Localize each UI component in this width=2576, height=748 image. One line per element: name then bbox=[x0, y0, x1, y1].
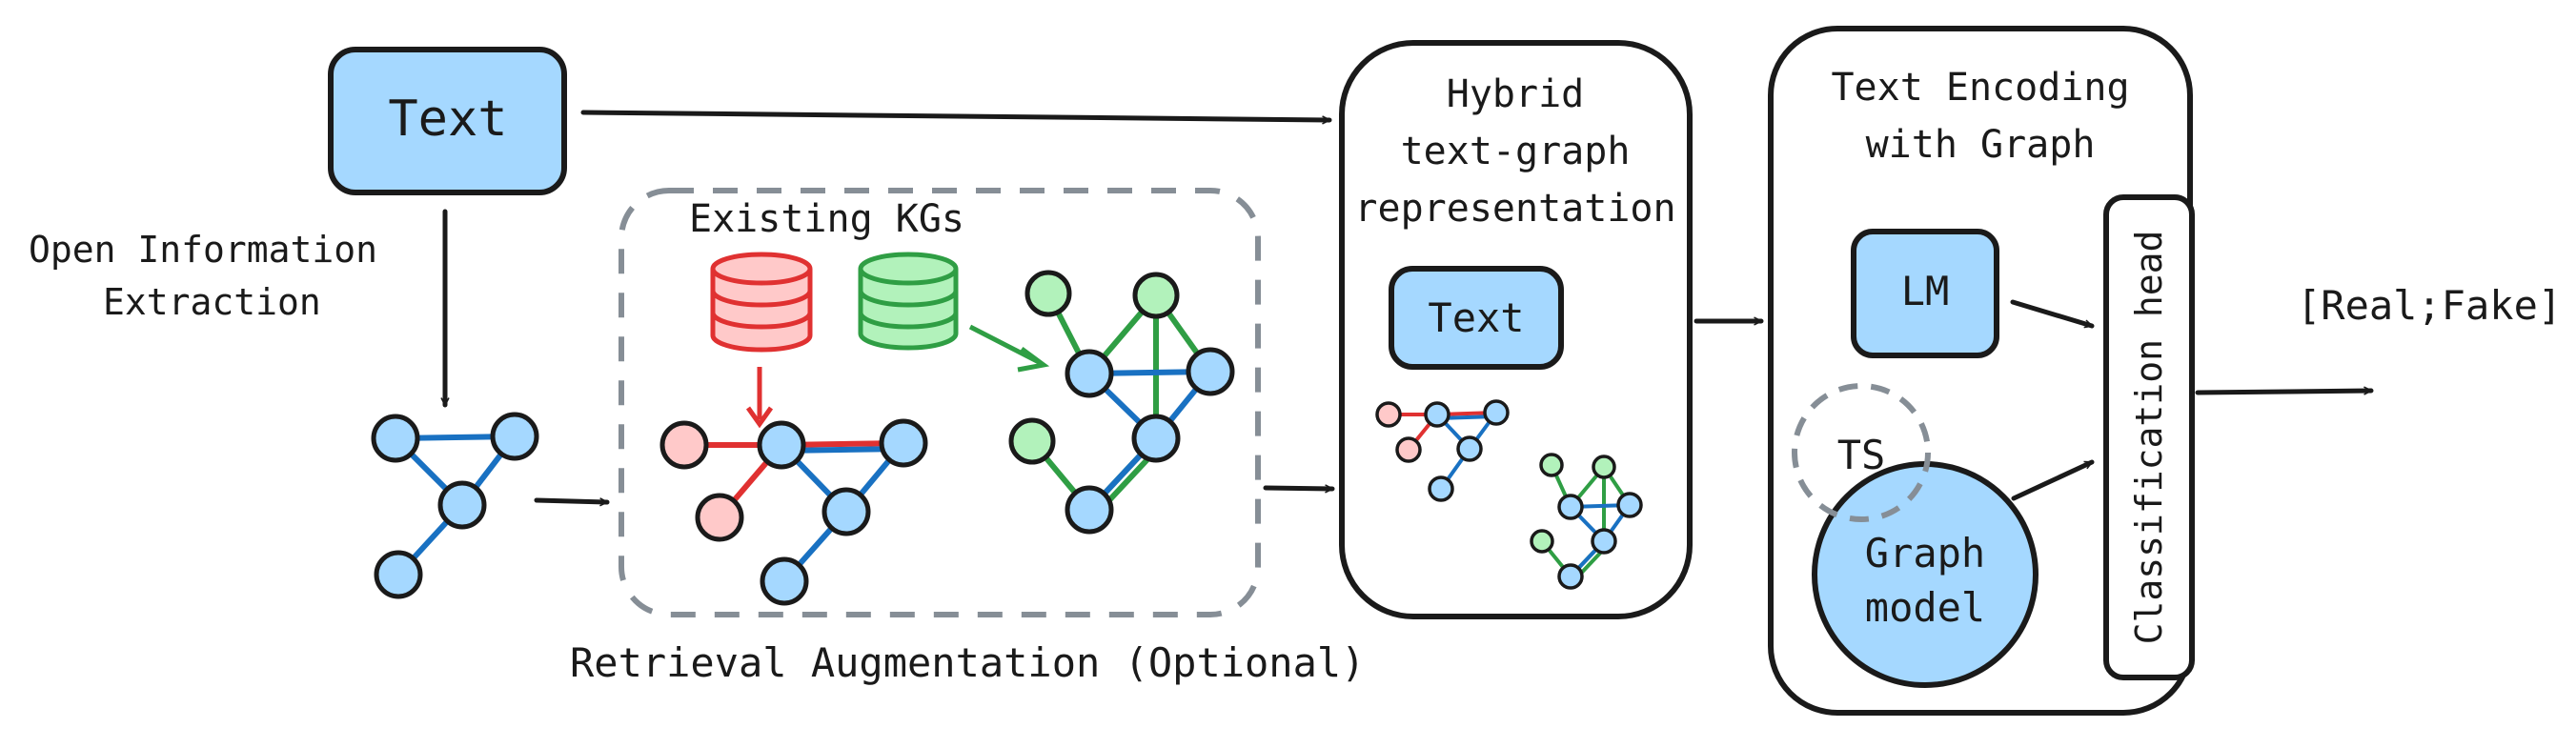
kgs-label: Existing KGs bbox=[689, 197, 964, 241]
extracted-graph bbox=[371, 412, 539, 599]
graph-model-label-line1: Graph bbox=[1865, 530, 1985, 576]
arrow-head-to-output bbox=[2195, 391, 2374, 393]
encoding-title-line2: with Graph bbox=[1866, 123, 2096, 167]
encoding-title-line1: Text Encoding bbox=[1831, 66, 2129, 110]
lm-box bbox=[1851, 229, 1999, 358]
input-text-label: Text bbox=[388, 91, 507, 148]
arrow-lm-to-head bbox=[2010, 299, 2095, 329]
red-augmented-graph bbox=[659, 418, 928, 606]
hybrid-title-line1: Hybrid bbox=[1447, 72, 1585, 116]
input-text-box bbox=[328, 47, 567, 195]
arrow-retrieval-to-hybrid bbox=[1263, 488, 1335, 489]
retrieval-caption: Retrieval Augmentation (Optional) bbox=[570, 639, 1365, 686]
hybrid-title-line2: text-graph bbox=[1401, 130, 1631, 173]
graph-model-label-line2: model bbox=[1865, 584, 1985, 631]
ts-label: TS bbox=[1837, 432, 1886, 478]
hybrid-small-graph-red bbox=[1375, 399, 1510, 502]
retrieval-box bbox=[619, 188, 1261, 617]
hybrid-text-box bbox=[1389, 266, 1564, 370]
red-database-icon bbox=[710, 252, 813, 353]
hybrid-title-line3: representation bbox=[1354, 187, 1675, 231]
arrow-text-to-hybrid bbox=[580, 110, 1332, 120]
output-label: [Real;Fake] bbox=[2297, 282, 2562, 329]
green-augmented-graph bbox=[1008, 270, 1235, 535]
green-retrieval-arrow bbox=[968, 324, 1041, 365]
classification-head-box bbox=[2103, 194, 2195, 680]
arrow-graph-to-head bbox=[2011, 459, 2095, 501]
extraction-label-line2: Extraction bbox=[103, 281, 321, 323]
green-database-icon bbox=[858, 252, 959, 351]
classification-head-label: Classification head bbox=[2128, 231, 2170, 645]
hybrid-small-graph-green bbox=[1530, 453, 1643, 590]
extraction-label-line1: Open Information bbox=[29, 229, 377, 271]
lm-label: LM bbox=[1901, 268, 1950, 314]
arrow-graph-to-retrieval bbox=[534, 500, 610, 502]
hybrid-text-label: Text bbox=[1428, 294, 1524, 341]
ts-circle bbox=[1792, 383, 1931, 522]
